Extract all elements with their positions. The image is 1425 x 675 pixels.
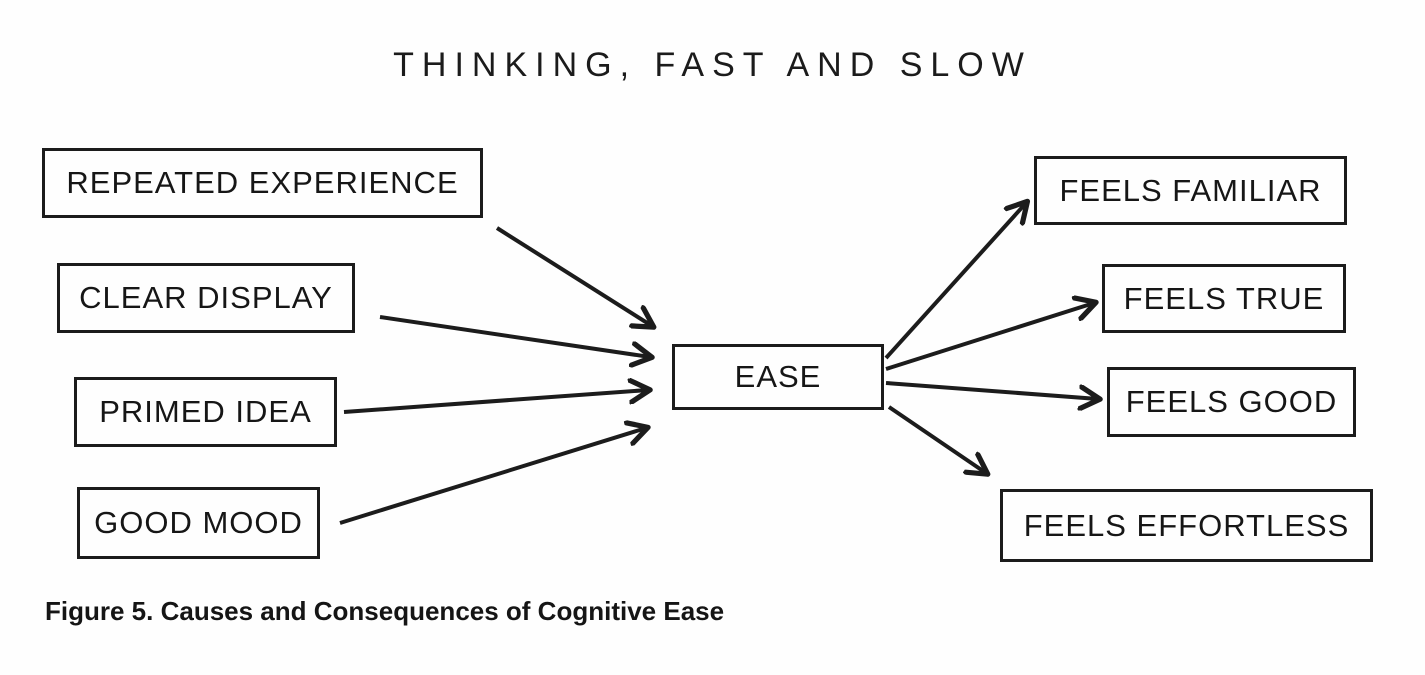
consequence-box-feels-true: FEELS TRUE — [1102, 264, 1346, 333]
cause-label-good-mood: GOOD MOOD — [94, 505, 303, 540]
consequence-label-feels-true: FEELS TRUE — [1123, 280, 1325, 316]
arrow-clear-display-to-ease — [379, 315, 650, 357]
arrow-ease-to-feels-true — [885, 303, 1094, 371]
consequence-label-feels-familiar: FEELS FAMILIAR — [1059, 172, 1322, 208]
consequence-box-feels-familiar: FEELS FAMILIAR — [1034, 156, 1347, 225]
arrow-repeated-experience-to-ease — [495, 226, 652, 326]
arrow-ease-to-feels-effortless — [887, 405, 986, 473]
arrow-good-mood-to-ease — [339, 428, 646, 525]
cause-box-clear-display: CLEAR DISPLAY — [57, 263, 355, 333]
arrow-primed-idea-to-ease — [343, 390, 648, 414]
arrow-ease-to-feels-familiar — [884, 203, 1026, 360]
cause-label-primed-idea: PRIMED IDEA — [99, 394, 312, 429]
diagram-title: THINKING, FAST AND SLOW — [393, 46, 1032, 84]
cause-box-primed-idea: PRIMED IDEA — [74, 377, 337, 447]
consequence-box-feels-effortless: FEELS EFFORTLESS — [1000, 489, 1373, 562]
cause-label-repeated-experience: REPEATED EXPERIENCE — [66, 165, 459, 200]
cause-box-repeated-experience: REPEATED EXPERIENCE — [42, 148, 483, 218]
center-box-ease: EASE — [672, 344, 884, 410]
arrow-ease-to-feels-good — [885, 381, 1098, 399]
cause-box-good-mood: GOOD MOOD — [77, 487, 320, 559]
consequence-box-feels-good: FEELS GOOD — [1107, 367, 1356, 437]
cause-label-clear-display: CLEAR DISPLAY — [79, 280, 333, 315]
center-label-ease: EASE — [734, 359, 822, 394]
consequence-label-feels-good: FEELS GOOD — [1125, 384, 1338, 419]
figure-caption: Figure 5. Causes and Consequences of Cog… — [45, 596, 725, 626]
consequence-label-feels-effortless: FEELS EFFORTLESS — [1023, 507, 1350, 543]
